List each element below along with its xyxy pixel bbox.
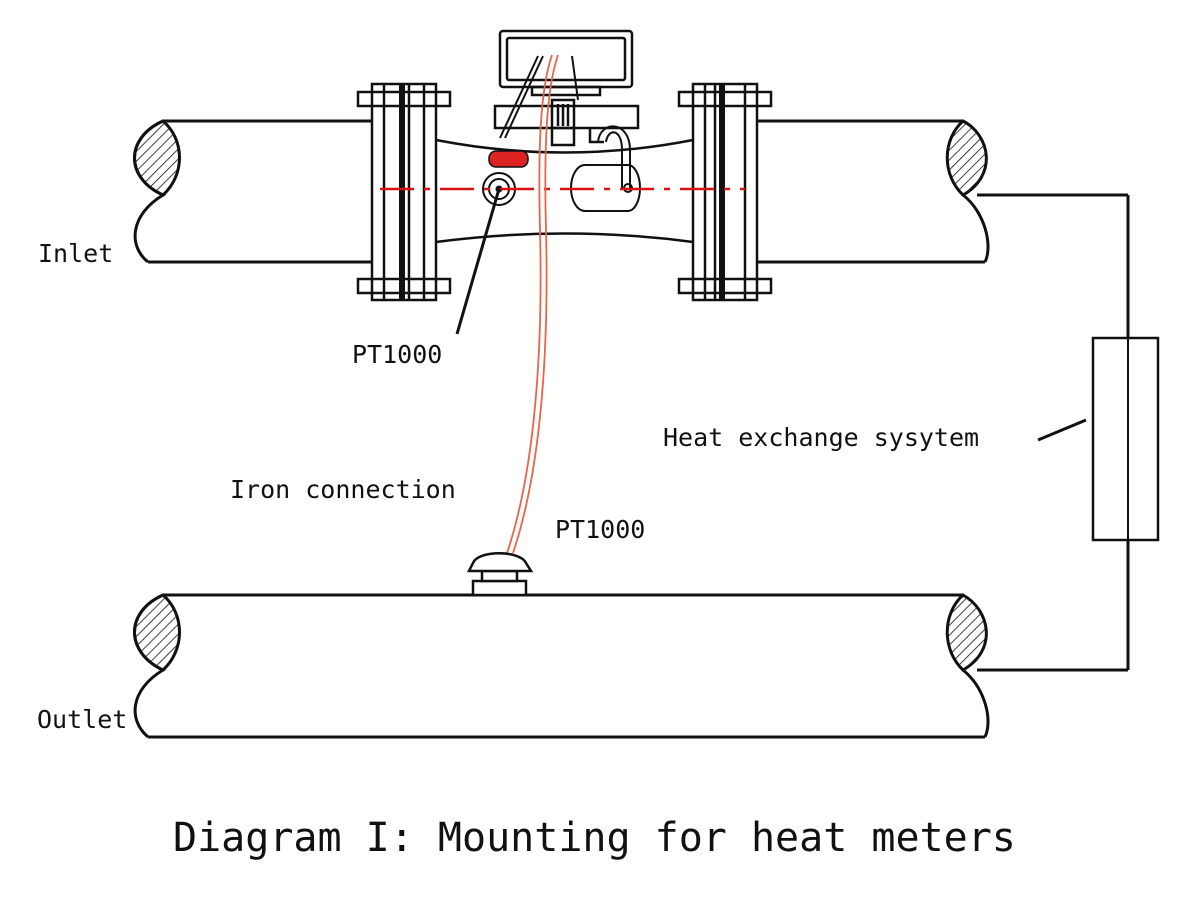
meter-register <box>493 29 640 188</box>
inlet-pipe-right <box>757 119 990 264</box>
outlet-pipe-right-cut-section <box>945 593 988 672</box>
inlet-label: Inlet <box>38 239 114 268</box>
heat-exchanger-box <box>1091 336 1160 542</box>
outlet-pipe <box>133 593 990 739</box>
heat-exchange-leader <box>1037 418 1087 442</box>
heat-exchange-loop <box>977 193 1130 672</box>
right-flange <box>677 82 773 302</box>
iron-connection-cable <box>506 54 559 554</box>
outlet-label: Outlet <box>37 705 128 734</box>
iron-connection-label: Iron connection <box>230 475 456 504</box>
inlet-pipe-right-cut-section <box>945 119 988 197</box>
diagram-caption: Diagram I: Mounting for heat meters <box>173 815 1016 861</box>
heat-exchange-label: Heat exchange sysytem <box>663 423 980 452</box>
outlet-sensor-fitting <box>466 552 534 597</box>
left-flange <box>356 82 452 302</box>
inlet-temperature-sensor <box>482 150 529 206</box>
meter-body <box>435 138 694 244</box>
pt1000-bottom-label: PT1000 <box>555 515 646 544</box>
inlet-pipe-left-cut-section <box>133 119 181 197</box>
pt1000-top-label: PT1000 <box>352 340 443 369</box>
pt1000-top-leader <box>455 188 501 335</box>
outlet-pipe-left-cut-section <box>133 593 181 672</box>
